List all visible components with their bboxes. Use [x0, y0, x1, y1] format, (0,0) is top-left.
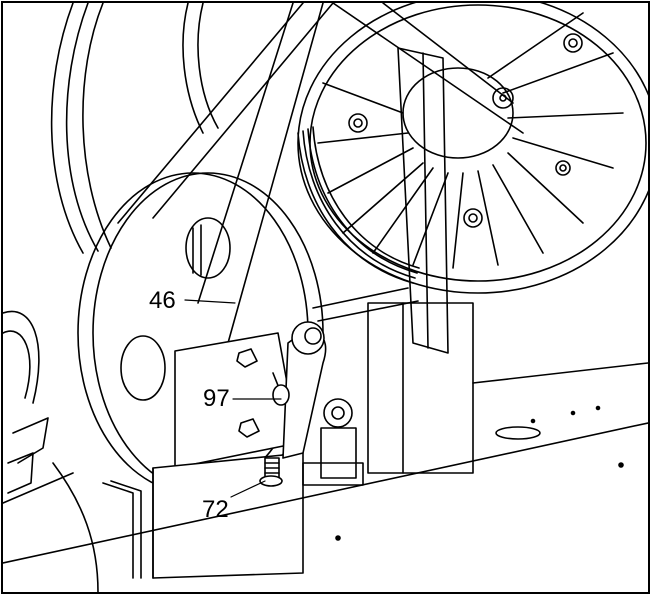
- callout-97: 97: [203, 385, 230, 412]
- drive-belt: [312, 287, 419, 322]
- hex-nut: [236, 348, 260, 438]
- frame-tube: [117, 3, 334, 344]
- leader-72: [230, 480, 266, 498]
- left-edge-parts: [3, 310, 99, 592]
- bolt-97: [272, 372, 290, 406]
- callout-leaders: [184, 299, 282, 498]
- leader-46: [184, 299, 236, 304]
- callout-46: 46: [149, 287, 176, 314]
- callout-72: 72: [202, 496, 229, 523]
- bolt-72: [259, 457, 283, 487]
- tension-arm: [282, 321, 364, 486]
- drive-wheel: [297, 3, 648, 294]
- upright-bracket: [332, 3, 524, 474]
- flywheel-outer-rings: [50, 3, 219, 254]
- base-plate: [3, 362, 648, 564]
- assembly-drawing: [3, 3, 648, 592]
